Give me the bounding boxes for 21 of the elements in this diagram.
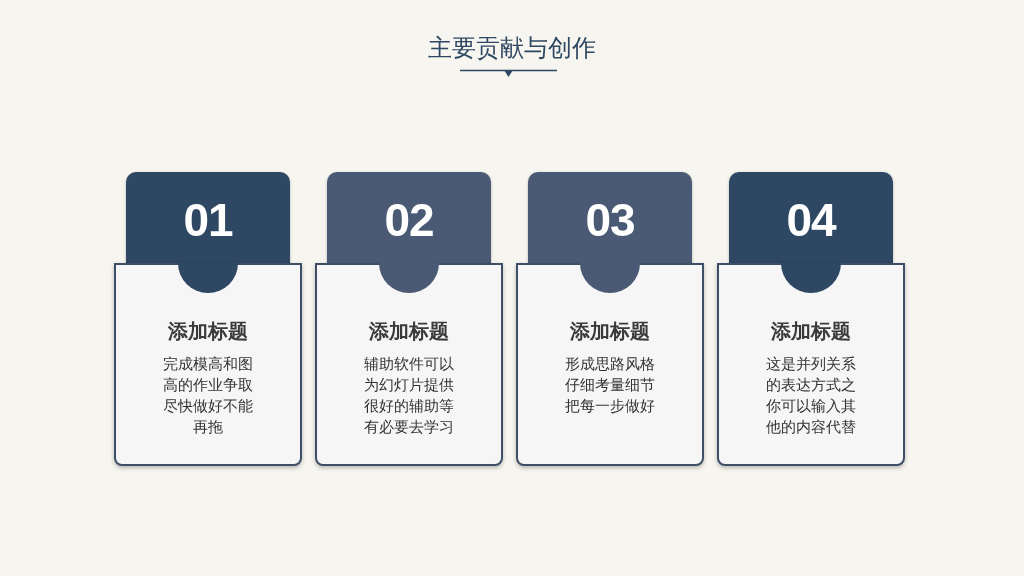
content-card [114, 263, 302, 466]
card-heading: 添加标题 [369, 319, 449, 344]
step-number: 01 [183, 196, 233, 244]
content-card [315, 263, 503, 466]
card-body: 形成思路风格仔细考量细节把每一步做好 [564, 354, 656, 416]
card-heading: 添加标题 [168, 319, 248, 344]
number-tab [327, 172, 491, 264]
step-number: 04 [786, 196, 836, 244]
content-card [717, 263, 905, 466]
number-tab [528, 172, 692, 264]
content-card [516, 263, 704, 466]
number-tab [729, 172, 893, 264]
card-heading: 添加标题 [771, 319, 851, 344]
number-tab [126, 172, 290, 264]
step-number: 02 [384, 196, 434, 244]
card-body: 辅助软件可以为幻灯片提供很好的辅助等有必要去学习 [363, 354, 455, 437]
card-body: 这是并列关系的表达方式之你可以输入其他的内容代替 [765, 354, 857, 437]
title: 主要贡献与创作 [428, 33, 596, 63]
card-heading: 添加标题 [570, 319, 650, 344]
card-body: 完成模高和图高的作业争取尽快做好不能再拖 [162, 354, 254, 437]
step-number: 03 [585, 196, 635, 244]
